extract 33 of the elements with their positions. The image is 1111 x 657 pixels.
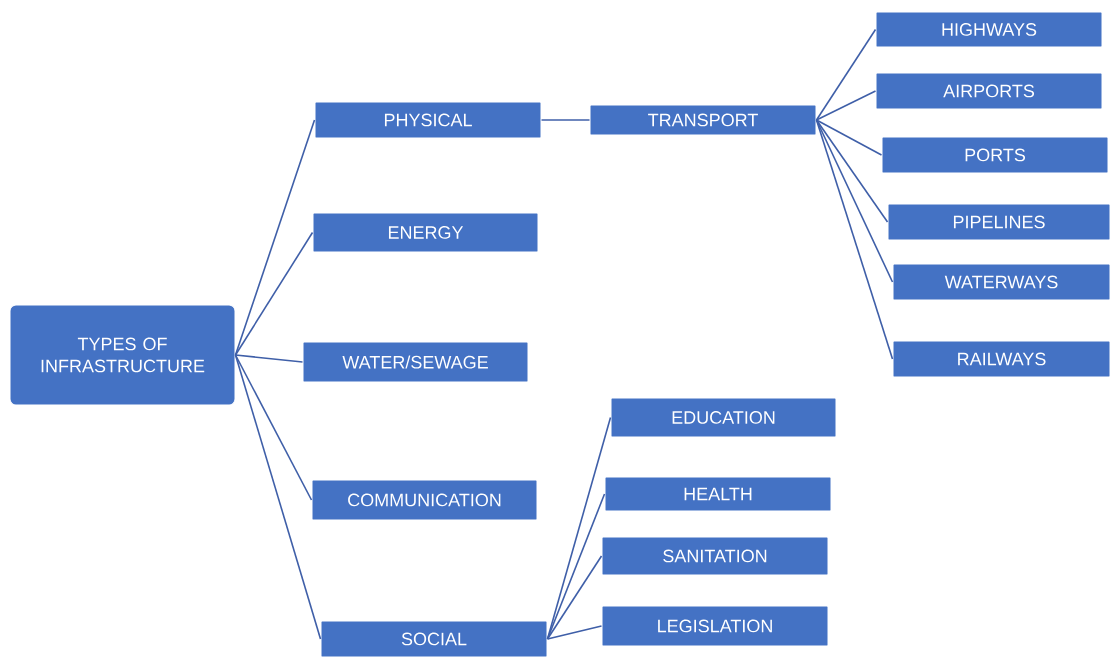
category-box: PIPELINES: [887, 203, 1111, 241]
connector-line: [815, 119, 883, 156]
category-box: SOCIAL: [320, 620, 548, 657]
category-box: PORTS: [881, 136, 1109, 174]
connector-line: [234, 119, 316, 356]
connector-line: [815, 119, 894, 360]
connector-line: [815, 119, 894, 283]
category-box: SANITATION: [601, 536, 829, 576]
connector-line: [234, 231, 314, 356]
category-box: RAILWAYS: [892, 340, 1111, 378]
connector-line: [815, 119, 889, 223]
category-box: WATERWAYS: [892, 263, 1111, 301]
connector-line: [546, 416, 612, 640]
category-box: ENERGY: [312, 212, 539, 253]
connector-line: [546, 493, 606, 640]
category-box: HEALTH: [604, 476, 832, 512]
category-box: LEGISLATION: [601, 605, 829, 647]
connector-line: [234, 354, 313, 501]
category-box: HIGHWAYS: [875, 11, 1103, 48]
connector-line: [546, 625, 603, 640]
connector-line: [234, 354, 322, 640]
category-box: EDUCATION: [610, 397, 837, 438]
category-box: TRANSPORT: [589, 104, 817, 136]
category-box: PHYSICAL: [314, 101, 542, 139]
category-box: AIRPORTS: [875, 72, 1103, 110]
connector-line: [546, 555, 603, 640]
connector-line: [815, 90, 877, 121]
connector-line: [815, 28, 877, 121]
connector-line: [540, 119, 591, 121]
category-box: COMMUNICATION: [311, 479, 538, 521]
root-box: TYPES OF INFRASTRUCTURE: [9, 304, 236, 406]
connector-line: [234, 354, 304, 363]
category-box: WATER/SEWAGE: [302, 341, 529, 383]
